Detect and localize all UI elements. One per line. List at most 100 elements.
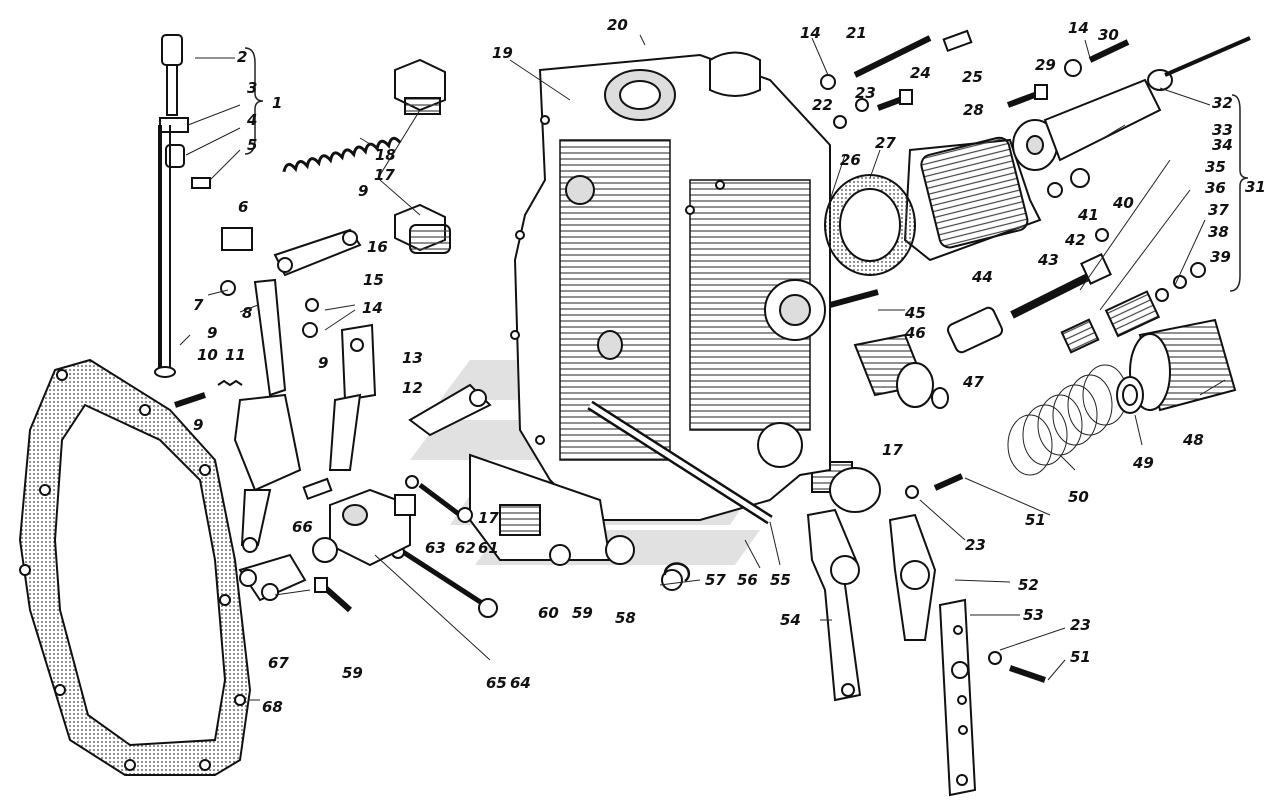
pin-25	[942, 29, 973, 53]
label-11: 11	[225, 346, 246, 364]
label-6: 6	[238, 198, 248, 216]
plate-53	[938, 598, 977, 797]
bolt-10	[174, 392, 206, 408]
rod-assembly-1	[154, 34, 211, 378]
label-9c: 9	[318, 354, 328, 372]
label-51b: 51	[1070, 648, 1091, 666]
label-37: 37	[1208, 201, 1229, 219]
bolt-29	[1006, 84, 1048, 108]
label-54: 54	[780, 611, 801, 629]
label-35: 35	[1205, 158, 1226, 176]
label-67: 67	[268, 654, 289, 672]
label-48: 48	[1182, 431, 1204, 449]
label-50: 50	[1068, 488, 1089, 506]
label-27: 27	[875, 134, 896, 152]
nuts-small	[220, 59, 1206, 665]
label-61: 61	[478, 539, 499, 557]
label-23a: 23	[855, 84, 876, 102]
bolt-21	[853, 35, 932, 78]
bracket-6	[221, 227, 253, 251]
label-49: 49	[1132, 454, 1154, 472]
label-53: 53	[1023, 606, 1044, 624]
lever-8	[233, 278, 302, 553]
label-3: 3	[247, 79, 257, 97]
label-5: 5	[247, 136, 257, 154]
label-52: 52	[1018, 576, 1039, 594]
label-33: 33	[1212, 121, 1233, 139]
label-28: 28	[963, 101, 984, 119]
label-30: 30	[1098, 26, 1119, 44]
label-13: 13	[402, 349, 423, 367]
bolt-59-lower	[314, 577, 352, 613]
bolt-24	[876, 89, 913, 111]
label-26: 26	[840, 151, 861, 169]
block-65	[312, 488, 416, 567]
label-25: 25	[962, 68, 983, 86]
label-43: 43	[1037, 251, 1059, 269]
label-2: 2	[237, 48, 247, 66]
label-60: 60	[538, 604, 559, 622]
label-47: 47	[962, 373, 984, 391]
label-20: 20	[607, 16, 628, 34]
label-59b: 59	[342, 664, 363, 682]
label-9b: 9	[207, 324, 217, 342]
label-17c: 17	[478, 509, 499, 527]
bolt-30	[1088, 39, 1130, 63]
label-63: 63	[425, 539, 446, 557]
piston-rod-31	[1012, 36, 1251, 171]
part-labels: 1 2 3 4 5 6 7 8 9 9 9 9 10 11 12 13 14 1…	[193, 16, 1266, 716]
label-8: 8	[242, 304, 252, 322]
circlip-57	[663, 562, 691, 582]
label-44: 44	[971, 268, 993, 286]
bolt-43	[1010, 253, 1112, 319]
washer-49	[1116, 376, 1144, 414]
label-17b: 17	[882, 441, 903, 459]
shaft-55	[587, 400, 773, 525]
label-58: 58	[615, 609, 636, 627]
plug-17-right	[811, 461, 881, 513]
label-14c: 14	[1068, 19, 1089, 37]
label-38: 38	[1208, 223, 1229, 241]
small-spring-11	[217, 379, 243, 387]
lever-52	[888, 513, 937, 641]
small-spring-36	[1060, 290, 1161, 354]
lever-54	[806, 508, 862, 702]
bolt-51	[933, 473, 1046, 683]
label-46: 46	[904, 324, 926, 342]
plug-17-middle	[394, 203, 451, 254]
label-21: 21	[846, 24, 867, 42]
label-14a: 14	[800, 24, 821, 42]
spring-18	[282, 136, 402, 173]
label-34: 34	[1212, 136, 1233, 154]
label-68: 68	[262, 698, 283, 716]
label-14b: 14	[362, 299, 383, 317]
label-12: 12	[402, 379, 423, 397]
plug-17-top	[394, 58, 446, 115]
sleeve-48	[1129, 318, 1237, 412]
label-10: 10	[197, 346, 218, 364]
label-4: 4	[246, 111, 257, 129]
label-40: 40	[1112, 194, 1134, 212]
rod-62-64	[391, 475, 498, 618]
label-9d: 9	[193, 416, 203, 434]
label-31: 31	[1245, 178, 1266, 196]
label-64: 64	[510, 674, 531, 692]
label-32: 32	[1212, 94, 1233, 112]
lever-12	[408, 383, 492, 437]
label-16: 16	[367, 238, 388, 256]
label-59a: 59	[572, 604, 593, 622]
label-23c: 23	[1070, 616, 1091, 634]
label-55: 55	[770, 571, 791, 589]
link-67	[238, 553, 307, 602]
sleeve-44	[946, 306, 1004, 354]
label-56: 56	[737, 571, 758, 589]
housing-19	[510, 51, 831, 521]
label-41: 41	[1077, 206, 1099, 224]
label-7: 7	[193, 296, 204, 314]
label-36: 36	[1205, 179, 1226, 197]
label-15: 15	[363, 271, 384, 289]
label-39: 39	[1210, 248, 1231, 266]
cylinder-28	[903, 136, 1042, 262]
label-66: 66	[292, 518, 313, 536]
